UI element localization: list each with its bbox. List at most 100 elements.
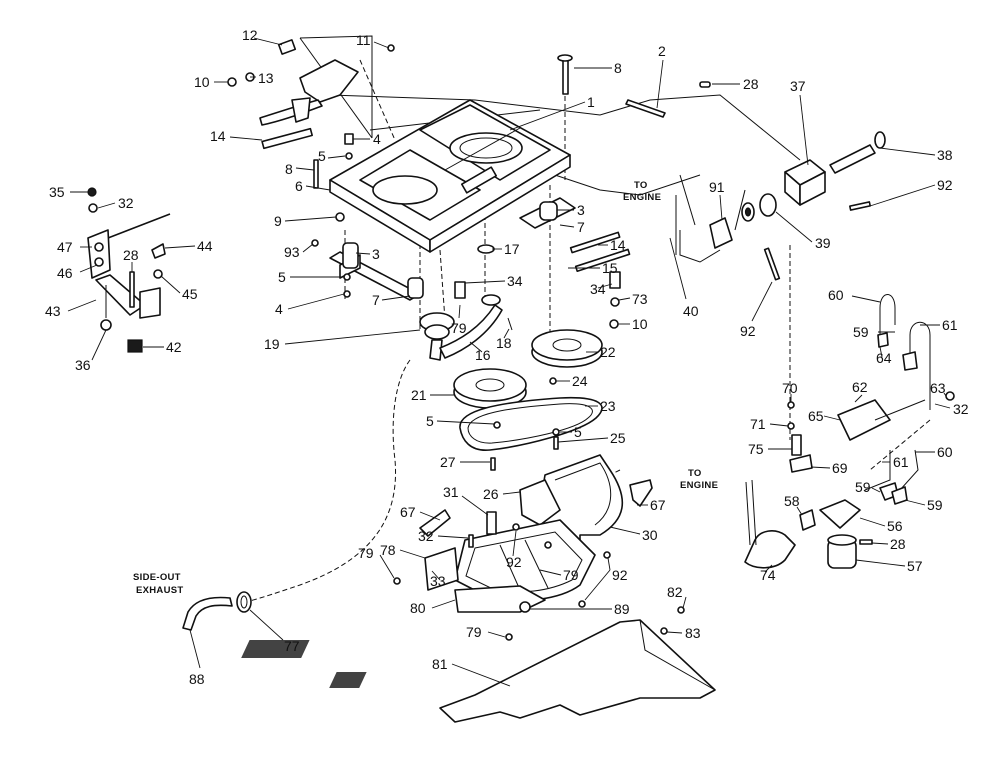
pivot-arm: [419, 294, 513, 361]
callout-3: 3: [577, 202, 585, 218]
callout-23: 23: [600, 398, 616, 414]
bolt-89: [519, 601, 531, 613]
callout-93: 93: [284, 244, 300, 260]
callout-24: 24: [572, 373, 588, 389]
callout-92d: 92: [612, 567, 628, 583]
bracket-62: [837, 399, 891, 441]
callout-7b: 7: [372, 292, 380, 308]
pipe-88: [182, 596, 233, 631]
rod-28: [129, 271, 135, 308]
callout-10b: 10: [632, 316, 648, 332]
bar-67a: [419, 509, 451, 537]
callout-82: 82: [667, 584, 683, 600]
callout-60b: 60: [937, 444, 953, 460]
frame-hardware: [311, 54, 573, 298]
callout-28b: 28: [123, 247, 139, 263]
callout-77: 77: [284, 638, 300, 654]
callout-36: 36: [75, 357, 91, 373]
callout-32c: 32: [418, 528, 434, 544]
pulleys-and-belt: [453, 329, 603, 471]
callout-69: 69: [832, 460, 848, 476]
washer-17: [477, 244, 495, 254]
leader-lines: [67, 37, 951, 687]
callout-4b: 4: [275, 301, 283, 317]
side-out-exhaust: [182, 591, 252, 631]
cable-and-pin: [625, 81, 711, 118]
callout-8: 8: [614, 60, 622, 76]
washer-71: [787, 422, 795, 430]
clip-82: [677, 606, 685, 614]
sleeve-75: [791, 434, 802, 456]
callout-65: 65: [808, 408, 824, 424]
rod-14: [261, 127, 313, 150]
callout-59c: 59: [927, 497, 943, 513]
bracket-26: [519, 479, 561, 526]
callout-92b: 92: [740, 323, 756, 339]
callout-22: 22: [600, 344, 616, 360]
callout-62: 62: [852, 379, 868, 395]
washer-32: [88, 203, 98, 213]
nut-63: [945, 391, 955, 401]
nut-35: [87, 187, 97, 197]
bar-67b: [629, 479, 653, 507]
nut-36: [100, 319, 112, 331]
callout-30: 30: [642, 527, 658, 543]
pin-18: [507, 317, 513, 331]
nut-92d: [578, 600, 586, 608]
washer-5d: [493, 421, 501, 429]
to-engine-label-2a: TO: [688, 468, 702, 479]
control-lever-assembly: [227, 39, 395, 150]
panel-78: [424, 547, 459, 591]
side-out-label-b: EXHAUST: [136, 585, 184, 596]
nut-4b: [343, 290, 351, 298]
callout-80: 80: [410, 600, 426, 616]
nut-93: [311, 239, 319, 247]
callout-78: 78: [380, 542, 396, 558]
pin-31: [486, 511, 497, 535]
callout-15: 15: [602, 260, 618, 276]
callout-17: 17: [504, 241, 520, 257]
callout-6: 6: [295, 178, 303, 194]
washer-5: [345, 152, 353, 160]
main-frame: [329, 99, 571, 253]
spring-12: [277, 39, 297, 55]
callout-3b: 3: [372, 246, 380, 262]
clip-44: [151, 243, 166, 259]
right-link-rods: [454, 231, 631, 329]
rod-61b: [864, 450, 891, 491]
callout-35: 35: [49, 184, 65, 200]
callout-70: 70: [782, 380, 798, 396]
callout-11: 11: [356, 32, 371, 48]
callout-10: 10: [194, 74, 210, 90]
callout-60: 60: [828, 287, 844, 303]
callout-1: 1: [587, 94, 595, 110]
callout-5c: 5: [426, 413, 434, 429]
callout-28c: 28: [890, 536, 906, 552]
washer-5c: [343, 273, 351, 281]
callout-14b: 14: [610, 237, 626, 253]
to-engine-label-2b: ENGINE: [680, 480, 718, 491]
callout-61b: 61: [893, 454, 909, 470]
callout-39: 39: [815, 235, 831, 251]
callout-73: 73: [632, 291, 648, 307]
callout-47: 47: [57, 239, 73, 255]
callout-56: 56: [887, 518, 903, 534]
callout-91: 91: [709, 179, 725, 195]
belt-23: [459, 396, 603, 451]
callout-67b: 67: [400, 504, 416, 520]
bushing-3: [342, 242, 359, 269]
washer-24: [549, 377, 557, 385]
bushing-39: [759, 193, 777, 217]
callout-33: 33: [430, 573, 446, 589]
callout-40: 40: [683, 303, 699, 319]
callout-88: 88: [189, 671, 205, 687]
deflector-81: [241, 606, 716, 723]
notes: TO ENGINE TO ENGINE SIDE-OUT EXHAUST: [133, 180, 718, 596]
callout-59: 59: [853, 324, 869, 340]
callout-32b: 32: [953, 401, 969, 417]
arm-43: [95, 274, 146, 316]
callout-59b: 59: [855, 479, 871, 495]
plate-69: [789, 454, 813, 473]
rod-60a: [879, 294, 896, 345]
